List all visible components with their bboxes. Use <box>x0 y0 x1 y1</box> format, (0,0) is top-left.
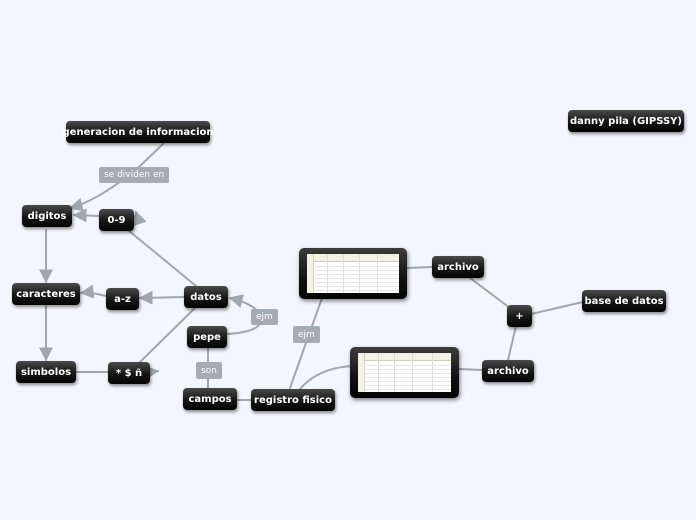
connector-az-caracteres <box>79 284 107 299</box>
node-campos[interactable]: campos <box>183 388 237 410</box>
node-simbolos[interactable]: simbolos <box>16 361 76 383</box>
node-registro-fisico[interactable]: registro fisico <box>251 389 335 411</box>
connector-registro-tabletop <box>289 297 323 389</box>
connector-datos-simbolos-ej <box>139 306 197 363</box>
node-generacion[interactable]: generacion de informacion <box>63 121 214 143</box>
table-thumbnail-icon <box>307 254 399 293</box>
connector-mas-basedatos <box>530 301 584 315</box>
label-se-dividen: se dividen en <box>99 167 170 183</box>
node-a-z[interactable]: a-z <box>106 288 139 310</box>
node-pepe[interactable]: pepe <box>187 326 227 348</box>
node-archivo-bottom[interactable]: archivo <box>482 360 534 382</box>
node-datos[interactable]: datos <box>184 286 228 308</box>
node-table-image-bottom[interactable] <box>350 347 459 398</box>
node-mas[interactable]: + <box>507 305 532 327</box>
node-title[interactable]: danny pila (GIPSSY) <box>568 110 684 132</box>
node-caracteres[interactable]: caracteres <box>12 283 80 305</box>
label-ejm-datos: ejm <box>251 309 278 325</box>
connector-archivotop-mas <box>469 277 511 309</box>
connector-simbolosej-hook <box>144 365 160 380</box>
node-digitos[interactable]: digitos <box>22 205 72 227</box>
connector-archivobottom-mas <box>507 325 517 361</box>
connector-registro-tablebottom <box>299 365 353 390</box>
node-archivo-top[interactable]: archivo <box>432 256 484 278</box>
connector-datos-09 <box>127 229 197 287</box>
table-thumbnail-icon <box>358 353 451 392</box>
connector-09-digitos <box>72 208 101 223</box>
connector-tablebottom-archivo <box>458 368 483 371</box>
node-base-de-datos[interactable]: base de datos <box>582 290 666 312</box>
connector-datos-az <box>138 290 186 305</box>
node-0-9[interactable]: 0-9 <box>99 209 134 231</box>
node-table-image-top[interactable] <box>299 248 407 299</box>
node-simbolos-ejemplo[interactable]: * $ ñ <box>108 362 150 384</box>
label-ejm-registro: ejm <box>293 326 320 343</box>
connector-tabletop-archivo <box>406 266 433 269</box>
label-son: son <box>196 362 222 379</box>
